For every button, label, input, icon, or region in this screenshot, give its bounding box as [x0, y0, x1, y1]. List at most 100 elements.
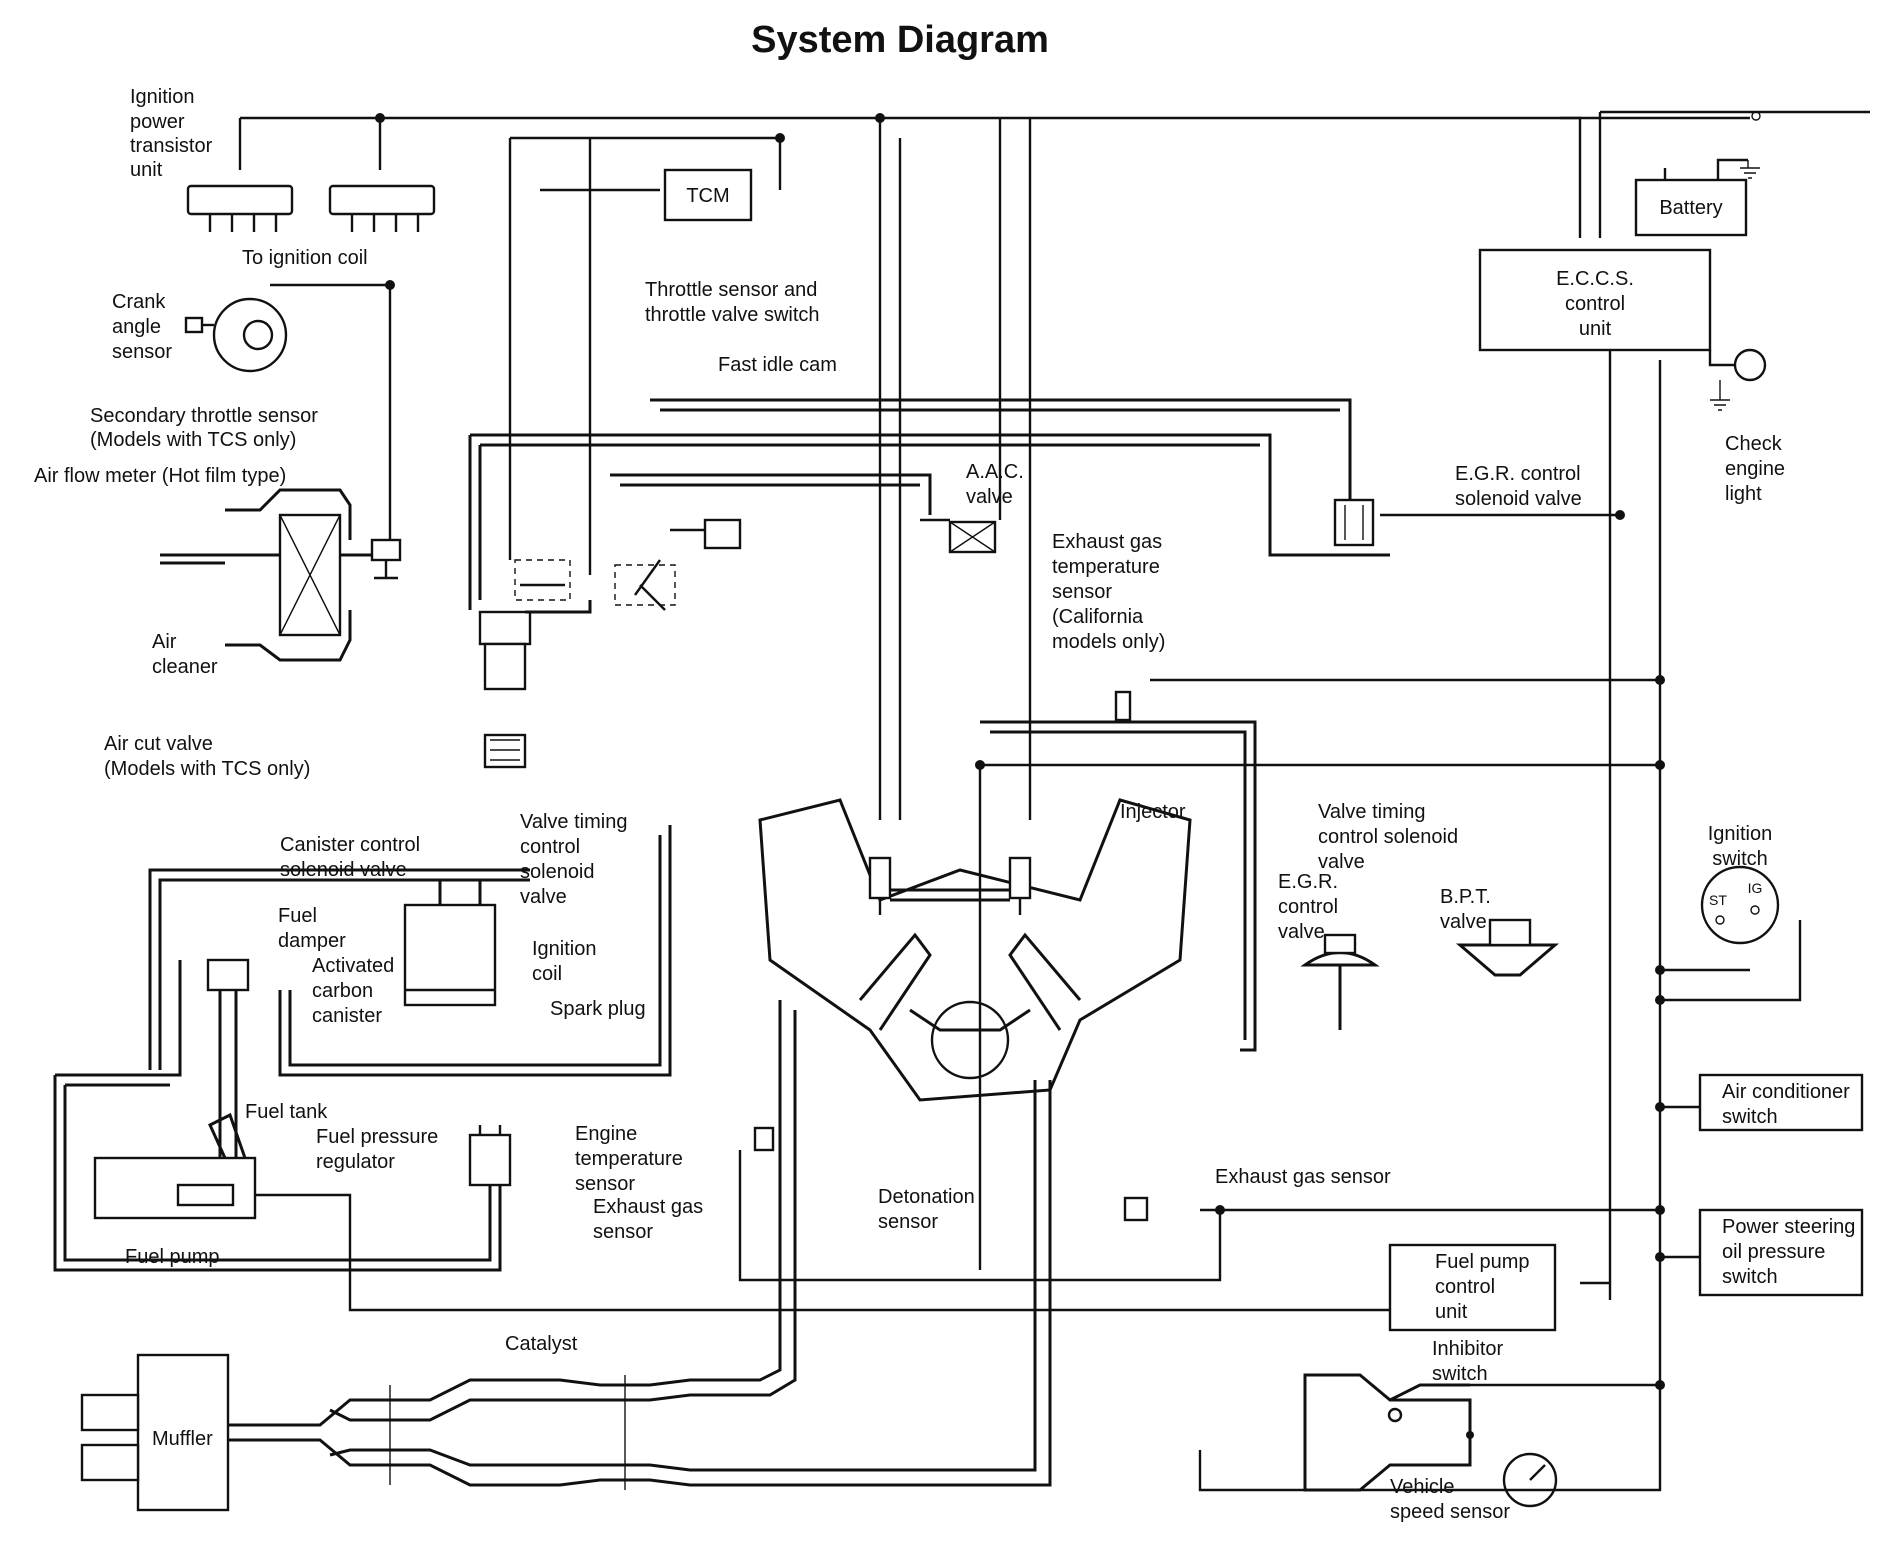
egr-control-solenoid-valve [1333, 498, 1375, 547]
label-egrv-line3: valve [1278, 921, 1325, 943]
label-egrv-line1: E.G.R. [1278, 871, 1338, 893]
label-eccs-control-unit: E.C.C.S. control unit [1556, 268, 1634, 340]
label-inhibitor-switch: Inhibitor switch [1432, 1338, 1503, 1385]
label-crank-line2: angle [112, 316, 161, 338]
wire-junction-dots [375, 113, 1665, 1390]
activated-carbon-canister [403, 878, 497, 1007]
fuel-damper [206, 958, 250, 1158]
check-engine-light [1708, 348, 1767, 411]
label-valve-timing-right: Valve timing control solenoid valve [1318, 801, 1458, 873]
label-vss-line1: Vehicle [1390, 1476, 1455, 1498]
label-fpcu-line1: Fuel pump [1435, 1251, 1530, 1273]
label-egts-line3: sensor [1052, 581, 1112, 603]
label-air-cut-valve: Air cut valve (Models with TCS only) [104, 733, 310, 780]
label-fd-line1: Fuel [278, 905, 317, 927]
label-ignition-power-transistor-unit: Ignition power transistor unit [130, 86, 213, 181]
label-ipt-line1: Ignition [130, 86, 195, 108]
label-egr-control-valve: E.G.R. control valve [1278, 871, 1338, 943]
label-vtl-line1: Valve timing [520, 811, 627, 833]
label-fast-idle-cam: Fast idle cam [718, 354, 837, 376]
label-egrsv-line2: solenoid valve [1455, 488, 1582, 510]
label-ds-line1: Detonation [878, 1186, 975, 1208]
label-check-engine-light: Check engine light [1725, 433, 1785, 505]
label-acs-line2: switch [1722, 1106, 1778, 1128]
label-vss-line2: speed sensor [1390, 1501, 1510, 1523]
label-vehicle-speed-sensor: Vehicle speed sensor [1390, 1476, 1510, 1523]
diagram-title: System Diagram [751, 19, 1049, 61]
label-ets-line3: sensor [575, 1173, 635, 1195]
label-bpt-line2: valve [1440, 911, 1487, 933]
label-catalyst: Catalyst [505, 1333, 578, 1355]
label-air-conditioner-switch: Air conditioner switch [1722, 1081, 1850, 1128]
label-ic-line2: coil [532, 963, 562, 985]
label-ipt-line2: power [130, 111, 185, 133]
label-acc-line1: Activated [312, 955, 394, 977]
label-vtr-line1: Valve timing [1318, 801, 1425, 823]
label-ignition-switch: Ignition switch [1708, 823, 1773, 870]
label-ccsv-line1: Canister control [280, 834, 420, 856]
label-vtr-line2: control solenoid [1318, 826, 1458, 848]
air-conditioner-switch-box [1698, 1073, 1864, 1132]
tcm-label: TCM [686, 185, 729, 207]
label-engine-temperature-sensor: Engine temperature sensor [575, 1123, 683, 1195]
label-egts-line5: models only) [1052, 631, 1165, 653]
label-crank-angle-sensor: Crank angle sensor [112, 291, 172, 363]
label-acc-line3: canister [312, 1005, 382, 1027]
label-eccs-line2: control [1565, 293, 1625, 315]
exhaust-gas-sensor-right [1123, 1196, 1149, 1222]
label-aac-line1: A.A.C. [966, 461, 1024, 483]
label-acs-line1: Air conditioner [1722, 1081, 1850, 1103]
tcm-box: TCM [663, 168, 753, 222]
label-egsl-line2: sensor [593, 1221, 653, 1243]
transmission [1303, 1373, 1474, 1492]
label-fpr-line2: regulator [316, 1151, 395, 1173]
label-muffler: Muffler [152, 1428, 213, 1450]
label-ic-line1: Ignition [532, 938, 597, 960]
label-sts-line1: Secondary throttle sensor [90, 405, 318, 427]
label-fpcu-line2: control [1435, 1276, 1495, 1298]
label-throttle-line2: throttle valve switch [645, 304, 820, 326]
label-egsl-line1: Exhaust gas [593, 1196, 703, 1218]
label-activated-carbon-canister: Activated carbon canister [312, 955, 394, 1027]
label-fd-line2: damper [278, 930, 346, 952]
throttle-body [614, 559, 676, 611]
label-power-steering-switch: Power steering oil pressure switch [1722, 1216, 1855, 1288]
label-exhaust-gas-temperature-sensor: Exhaust gas temperature sensor (Californ… [1052, 531, 1165, 653]
label-ds-line2: sensor [878, 1211, 938, 1233]
label-injector: Injector [1120, 801, 1186, 823]
label-ipt-line4: unit [130, 159, 163, 181]
label-aac-valve: A.A.C. valve [966, 461, 1024, 508]
label-egrv-line2: control [1278, 896, 1338, 918]
label-vtl-line4: valve [520, 886, 567, 908]
label-ignition-coil: Ignition coil [532, 938, 597, 985]
label-crank-line1: Crank [112, 291, 166, 313]
label-egts-line2: temperature [1052, 556, 1160, 578]
label-fpr-line1: Fuel pressure [316, 1126, 438, 1148]
label-valve-timing-left: Valve timing control solenoid valve [520, 811, 627, 908]
label-cel-line2: engine [1725, 458, 1785, 480]
speedometer [1502, 1452, 1558, 1508]
label-ets-line1: Engine [575, 1123, 637, 1145]
battery-label: Battery [1659, 197, 1722, 219]
label-fuel-damper: Fuel damper [278, 905, 346, 952]
ignition-switch: ST IG [1700, 865, 1780, 945]
ignition-switch-ig-label: IG [1748, 880, 1763, 896]
label-cel-line3: light [1725, 483, 1762, 505]
label-fuel-pump-control-unit: Fuel pump control unit [1435, 1251, 1530, 1323]
label-bpt-line1: B.P.T. [1440, 886, 1491, 908]
label-sts-line2: (Models with TCS only) [90, 429, 296, 451]
label-air-cleaner: Air cleaner [152, 631, 218, 678]
label-crank-line3: sensor [112, 341, 172, 363]
exhaust-system [80, 1000, 1052, 1512]
fuel-pump-control-unit [1388, 1243, 1557, 1332]
label-inh-line1: Inhibitor [1432, 1338, 1503, 1360]
label-vtr-line3: valve [1318, 851, 1365, 873]
bpt-valve [1455, 918, 1560, 977]
label-secondary-throttle-sensor: Secondary throttle sensor (Models with T… [90, 405, 318, 451]
label-igs-line1: Ignition [1708, 823, 1773, 845]
label-acc-line2: carbon [312, 980, 373, 1002]
ignition-switch-st-label: ST [1709, 892, 1727, 908]
crank-angle-sensor [184, 297, 288, 373]
label-egr-control-solenoid-valve: E.G.R. control solenoid valve [1455, 463, 1582, 510]
label-throttle-sensor: Throttle sensor and throttle valve switc… [645, 279, 820, 326]
